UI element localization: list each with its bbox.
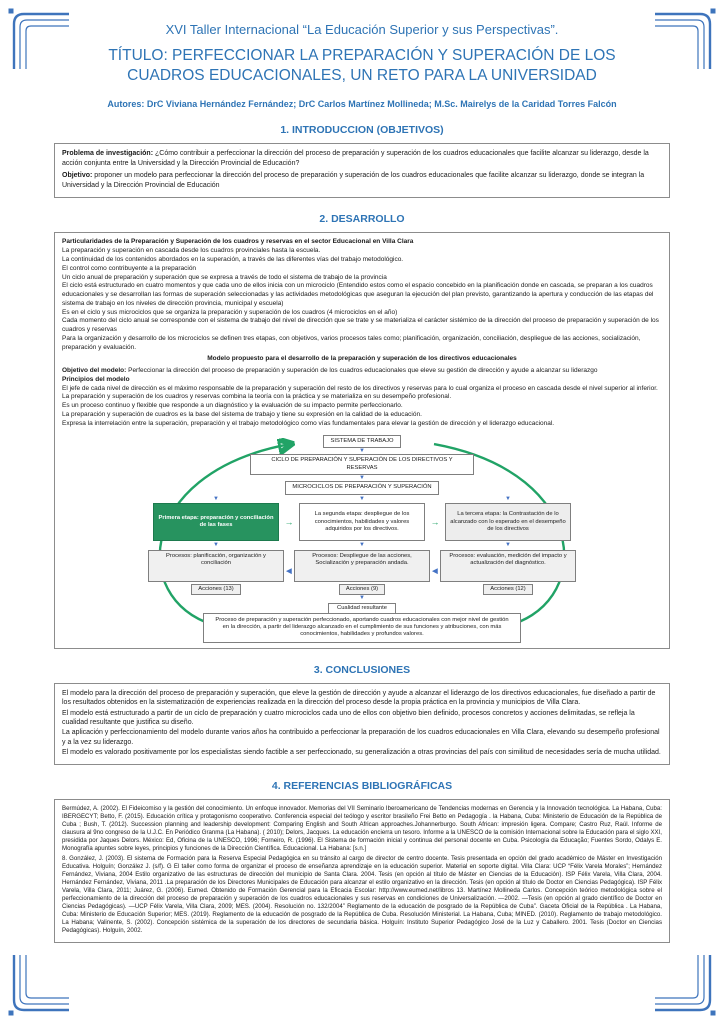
particularidades-line: La preparación y superación en cascada d… [62,247,321,255]
corner-ornament-top-right [655,8,716,69]
etapas-grid: ▼ ▼ ▼ Primera etapa: preparación y conci… [122,495,602,596]
arrow-left-icon: ◀ [286,568,292,576]
conclusiones-box: El modelo para la dirección del proceso … [54,682,670,765]
principio-line: Expresa la interrelación entre la supera… [62,419,555,427]
principios-label: Principios del modelo [62,375,130,383]
particularidades-line: La continuidad de los contenidos abordad… [62,256,404,263]
etapa-3-box: La tercera etapa: la Contrastación de lo… [445,503,571,542]
objetivo-modelo-paragraph: Objetivo del modelo: Perfeccionar la dir… [62,367,662,376]
section-heading-conclusiones: 3. CONCLUSIONES [313,663,411,676]
problema-text: ¿Cómo contribuir a perfeccionar la direc… [62,150,649,168]
acciones-3-box: Acciones (12) [483,583,533,596]
referencias-box: Bermúdez, A. (2002). El Fideicomiso y la… [54,798,670,944]
conclusion-line: El modelo para la dirección del proceso … [62,689,656,707]
conclusion-line: El modelo está estructurado a partir de … [62,709,635,726]
arrow-down-icon: ▼ [505,495,511,502]
corner-ornament-bottom-right [655,955,716,1016]
principio-line: La preparación y superación de cuadros e… [62,411,422,419]
poster-content: XVI Taller Internacional “La Educación S… [54,16,670,944]
arrow-down-icon: ▼ [359,595,365,602]
particularidades-line: Es en el ciclo y sus microciclos que se … [62,308,398,316]
objetivo-modelo-label: Objetivo del modelo: [62,367,127,375]
acciones-1-box: Acciones (13) [191,583,241,596]
procesos-3-column: Procesos: evaluación, medición del impac… [440,549,576,596]
conclusion-line: El modelo es valorado positivamente por … [62,749,661,757]
procesos-3-box: Procesos: evaluación, medición del impac… [440,549,576,582]
introduccion-box: Problema de investigación: ¿Cómo contrib… [54,143,670,199]
section-heading-desarrollo: 2. DESARROLLO [319,213,405,226]
ciclo-box: CICLO DE PREPARACIÓN Y SUPERACIÓN DE LOS… [250,454,474,475]
principio-line: El jefe de cada nivel de dirección es el… [62,384,658,392]
objetivo-paragraph: Objetivo: proponer un modelo para perfec… [62,171,662,191]
problema-paragraph: Problema de investigación: ¿Cómo contrib… [62,149,662,169]
corner-ornament-bottom-left [8,955,69,1016]
procesos-1-box: Procesos: planificación, organización y … [148,549,284,582]
particularidades-line: El ciclo está estructurado en cuatro mom… [62,282,654,307]
referencias-paragraph: 8. González, J. (2003). El sistema de Fo… [62,854,662,935]
problema-label: Problema de investigación: [62,150,154,158]
poster-title: TÍTULO: PERFECCIONAR LA PREPARACIÓN Y SU… [108,47,616,85]
procesos-1-column: Procesos: planificación, organización y … [148,549,284,596]
arrow-down-icon: ▼ [505,542,511,549]
arrow-down-icon: ▼ [213,542,219,549]
cualidad-group: Cualidad resultante Proceso de preparaci… [122,602,602,643]
arrow-down-icon: ▼ [359,447,365,454]
diagram-inner: SISTEMA DE TRABAJO ▼ CICLO DE PREPARACIÓ… [122,434,602,643]
objetivo-label: Objetivo: [62,171,93,179]
etapa-1-box: Primera etapa: preparación y conciliació… [153,503,279,542]
event-title: XVI Taller Internacional “La Educación S… [165,22,559,37]
arrow-down-icon: ▼ [359,495,365,502]
authors-line: Autores: DrC Viviana Hernández Fernández… [107,99,617,110]
cualidad-box: Proceso de preparación y superación perf… [203,612,521,643]
principio-line: La preparación y superación de los cuadr… [62,393,452,401]
modelo-diagram: SISTEMA DE TRABAJO ▼ CICLO DE PREPARACIÓ… [122,434,602,643]
arrow-down-icon: ▼ [359,542,365,549]
principio-line: Es un proceso continuo y flexible que re… [62,402,403,410]
procesos-2-box: Procesos: Despliegue de las acciones, So… [294,549,430,582]
section-heading-referencias: 4. REFERENCIAS BIBLIOGRÁFICAS [271,779,453,792]
particularidades-line: El control como contribuyente a la prepa… [62,264,197,272]
arrow-left-icon: ◀ [432,568,438,576]
microciclos-box: MICROCICLOS DE PREPARACIÓN Y SUPERACIÓN [285,481,439,495]
objetivo-modelo-text: Perfeccionar la dirección del proceso de… [128,367,598,375]
arrow-right-icon: → [430,516,440,527]
particularidades-line: Cada momento del ciclo anual se correspo… [62,317,659,334]
desarrollo-box: Particularidades de la Preparación y Sup… [54,232,670,649]
etapa-2-box: La segunda etapa: despliegue de los cono… [299,503,425,542]
sistema-box: SISTEMA DE TRABAJO [323,434,401,448]
section-heading-introduccion: 1. INTRODUCCION (OBJETIVOS) [280,124,444,137]
corner-ornament-top-left [8,8,69,69]
arrow-down-icon: ▼ [213,495,219,502]
referencias-paragraph: Bermúdez, A. (2002). El Fideicomiso y la… [62,804,662,852]
modelo-title: Modelo propuesto para el desarrollo de l… [207,355,517,363]
diagram-top-stack: SISTEMA DE TRABAJO ▼ CICLO DE PREPARACIÓ… [122,434,602,495]
particularidades-line: Un ciclo anual de preparación y superaci… [62,273,387,281]
objetivo-text: proponer un modelo para perfeccionar la … [62,171,645,189]
conclusion-line: La aplicación y perfeccionamiento del mo… [62,729,660,746]
cualidad-label: Cualidad resultante [328,602,396,614]
arrow-down-icon: ▼ [359,474,365,481]
arrow-right-icon: → [284,516,294,527]
particularidades-title: Particularidades de la Preparación y Sup… [62,238,414,246]
procesos-2-column: Procesos: Despliegue de las acciones, So… [294,549,430,596]
particularidades-line: Para la organización y desarrollo de los… [62,334,641,351]
acciones-2-box: Acciones (9) [338,583,386,596]
